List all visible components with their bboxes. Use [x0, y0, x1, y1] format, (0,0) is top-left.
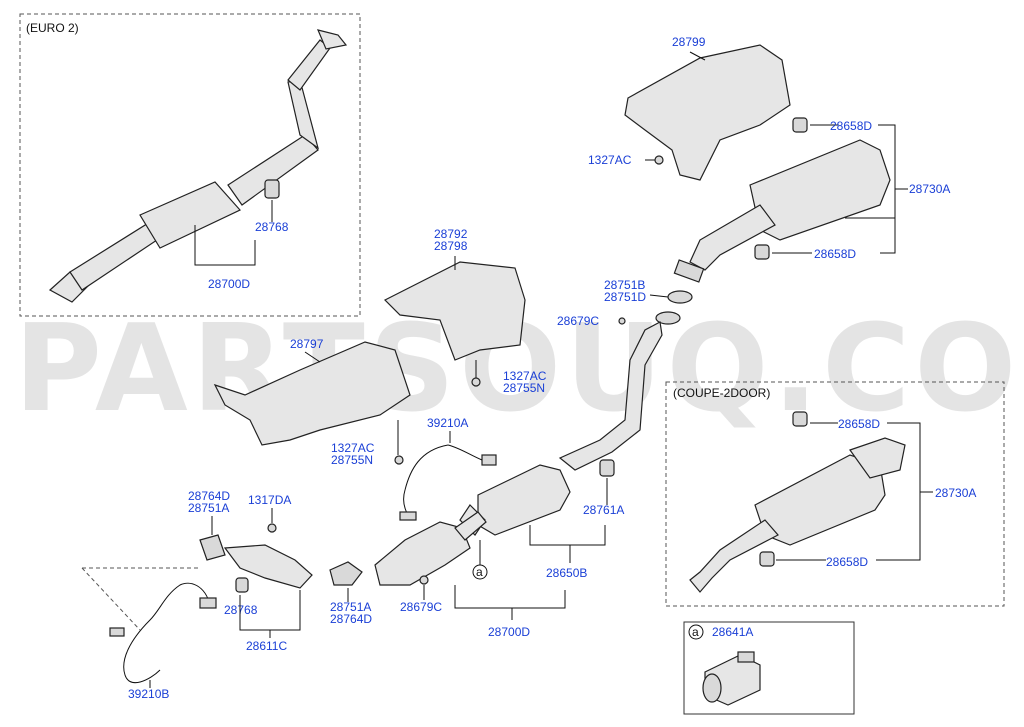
heat-protector-28797[interactable] — [213, 341, 411, 446]
hanger-rubber-bottom[interactable] — [754, 244, 770, 260]
label-28764d-top[interactable]: 28764D — [188, 489, 230, 503]
heat-protector-28792[interactable] — [383, 261, 526, 361]
label-28751b[interactable]: 28751B — [604, 278, 645, 292]
label-1327ac-top[interactable]: 1327AC — [588, 153, 632, 167]
gasket-28751b[interactable] — [655, 290, 693, 325]
clamp-marker-circle — [688, 624, 704, 640]
heat-protector-28799[interactable] — [624, 44, 791, 181]
label-28755n-mid[interactable]: 28755N — [503, 381, 545, 395]
coupe-muffler[interactable] — [689, 437, 906, 593]
label-28650b[interactable]: 28650B — [546, 566, 587, 580]
label-28768-low[interactable]: 28768 — [224, 603, 258, 617]
oxygen-sensor-39210b[interactable] — [109, 582, 217, 684]
label-28611c[interactable]: 28611C — [246, 639, 287, 653]
exhaust-manifold-28611c[interactable] — [199, 534, 313, 589]
label-28751d[interactable]: 28751D — [604, 290, 646, 304]
label-28700d-main[interactable]: 28700D — [488, 625, 530, 639]
label-28658d-2[interactable]: 28658D — [814, 247, 856, 261]
label-28761a[interactable]: 28761A — [583, 503, 624, 517]
label-28658d-1[interactable]: 28658D — [830, 119, 872, 133]
label-28730a-c[interactable]: 28730A — [935, 486, 976, 500]
label-28764d-low[interactable]: 28764D — [330, 612, 372, 626]
coupe-hanger-bottom[interactable] — [759, 551, 775, 567]
label-28798[interactable]: 28798 — [434, 239, 468, 253]
label-28679c-2[interactable]: 28679C — [400, 600, 442, 614]
label-28700d-euro[interactable]: 28700D — [208, 277, 250, 291]
label-28792[interactable]: 28792 — [434, 227, 468, 241]
label-28797[interactable]: 28797 — [290, 337, 324, 351]
label-28799[interactable]: 28799 — [672, 35, 706, 49]
clamp-part-number[interactable]: 28641A — [712, 625, 753, 639]
hanger-rubber-top[interactable] — [792, 117, 808, 133]
hanger-rubber-28761a[interactable] — [599, 459, 615, 477]
euro2-box-title: (EURO 2) — [26, 21, 79, 35]
coupe-box — [665, 381, 1005, 607]
marker-a: a — [476, 565, 483, 579]
label-28658d-c2[interactable]: 28658D — [826, 555, 868, 569]
label-28751a-top[interactable]: 28751A — [188, 501, 229, 515]
label-28679c-1[interactable]: 28679C — [557, 314, 599, 328]
label-28755n-low[interactable]: 28755N — [331, 453, 373, 467]
coupe-box-title: (COUPE-2DOOR) — [673, 386, 770, 400]
label-39210a[interactable]: 39210A — [427, 416, 468, 430]
euro2-hanger-rubber[interactable] — [264, 179, 280, 199]
label-28751a-low[interactable]: 28751A — [330, 600, 371, 614]
front-pipe-28700d[interactable] — [374, 511, 487, 586]
main-muffler[interactable] — [673, 139, 891, 283]
gasket-28751a-lower[interactable] — [329, 561, 363, 586]
label-28730a-1[interactable]: 28730A — [909, 182, 950, 196]
label-1327ac-mid[interactable]: 1327AC — [503, 369, 547, 383]
exhaust-clamp-28641a[interactable] — [702, 651, 761, 706]
euro2-box — [19, 13, 361, 317]
clamp-box — [683, 621, 855, 715]
label-1317da[interactable]: 1317DA — [248, 493, 291, 507]
label-1327ac-low[interactable]: 1327AC — [331, 441, 375, 455]
euro2-front-pipe[interactable] — [48, 29, 348, 303]
label-28658d-c1[interactable]: 28658D — [838, 417, 880, 431]
label-28768-euro[interactable]: 28768 — [255, 220, 289, 234]
clamp-marker: a — [692, 625, 699, 639]
oxygen-sensor-39210a[interactable] — [399, 444, 497, 521]
label-39210b[interactable]: 39210B — [128, 687, 169, 701]
coupe-hanger-top[interactable] — [792, 411, 808, 427]
hanger-rubber-28768-low[interactable] — [235, 577, 249, 593]
